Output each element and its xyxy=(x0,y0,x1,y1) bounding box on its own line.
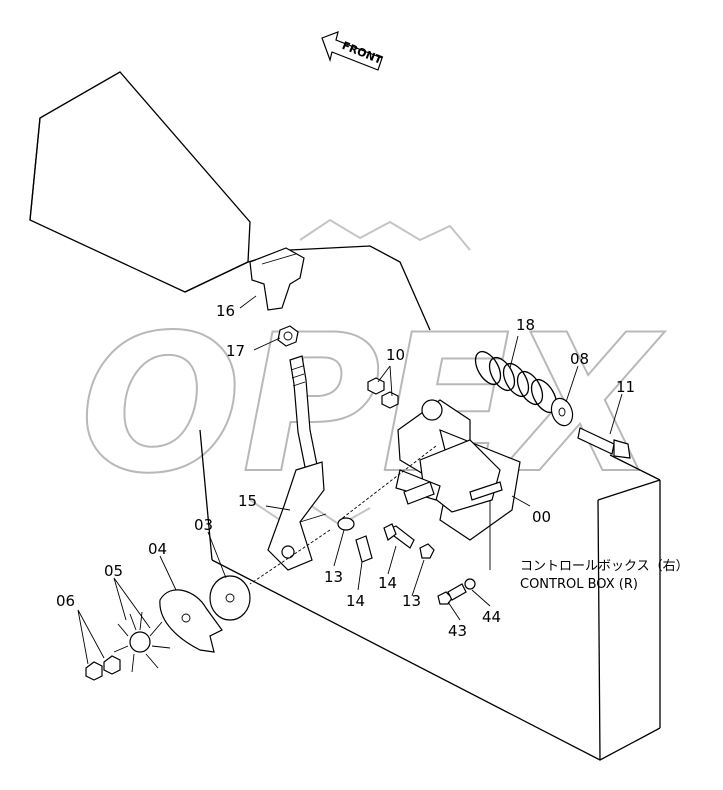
watermark-logo: OPEX xyxy=(79,218,667,527)
part-label-05: 05 xyxy=(104,562,123,580)
control-box-caption: コントロールボックス（右） CONTROL BOX (R) xyxy=(520,559,689,592)
part-label-04: 04 xyxy=(148,540,167,558)
watermark-text: OPEX xyxy=(80,294,666,515)
part-label-44: 44 xyxy=(482,608,501,626)
part-label-03: 03 xyxy=(194,516,213,534)
leader-lines xyxy=(77,295,623,665)
part-label-43: 43 xyxy=(448,622,467,640)
part-label-10: 10 xyxy=(386,346,405,364)
nut xyxy=(277,325,299,347)
washers-13 xyxy=(337,517,435,559)
knob xyxy=(249,247,305,311)
front-arrow: FRONT xyxy=(321,31,385,71)
part-label-17: 17 xyxy=(226,342,245,360)
mount-bracket xyxy=(395,399,521,541)
nuts-10 xyxy=(367,377,399,409)
part-label-13b: 13 xyxy=(402,592,421,610)
caption-en: CONTROL BOX (R) xyxy=(520,577,638,592)
control-lever xyxy=(267,355,327,571)
bolt-14-upper xyxy=(383,523,415,549)
plate-04 xyxy=(159,589,223,653)
part-label-11: 11 xyxy=(616,378,635,396)
console-body xyxy=(29,71,661,761)
part-label-13a: 13 xyxy=(324,568,343,586)
part-label-15: 15 xyxy=(238,492,257,510)
part-label-16: 16 xyxy=(216,302,235,320)
part-label-06: 06 xyxy=(56,592,75,610)
caption-jp: コントロールボックス（右） xyxy=(520,559,689,574)
part-labels: 16 17 10 18 08 11 15 03 04 05 06 13 14 1… xyxy=(56,302,635,640)
bolt-43 xyxy=(437,583,467,605)
bolt-14-lower xyxy=(355,535,373,563)
part-label-08: 08 xyxy=(570,350,589,368)
stud-bolts xyxy=(403,481,503,570)
spring xyxy=(474,350,558,414)
part-label-14a: 14 xyxy=(378,574,397,592)
part-label-00: 00 xyxy=(532,508,551,526)
disc-03 xyxy=(209,575,251,621)
part-label-14b: 14 xyxy=(346,592,365,610)
washer-08 xyxy=(550,397,574,427)
star-washer-05 xyxy=(113,611,171,673)
nuts-06 xyxy=(85,655,121,681)
part-label-18: 18 xyxy=(516,316,535,334)
bolt-11 xyxy=(577,427,631,459)
washer-44 xyxy=(464,578,476,590)
